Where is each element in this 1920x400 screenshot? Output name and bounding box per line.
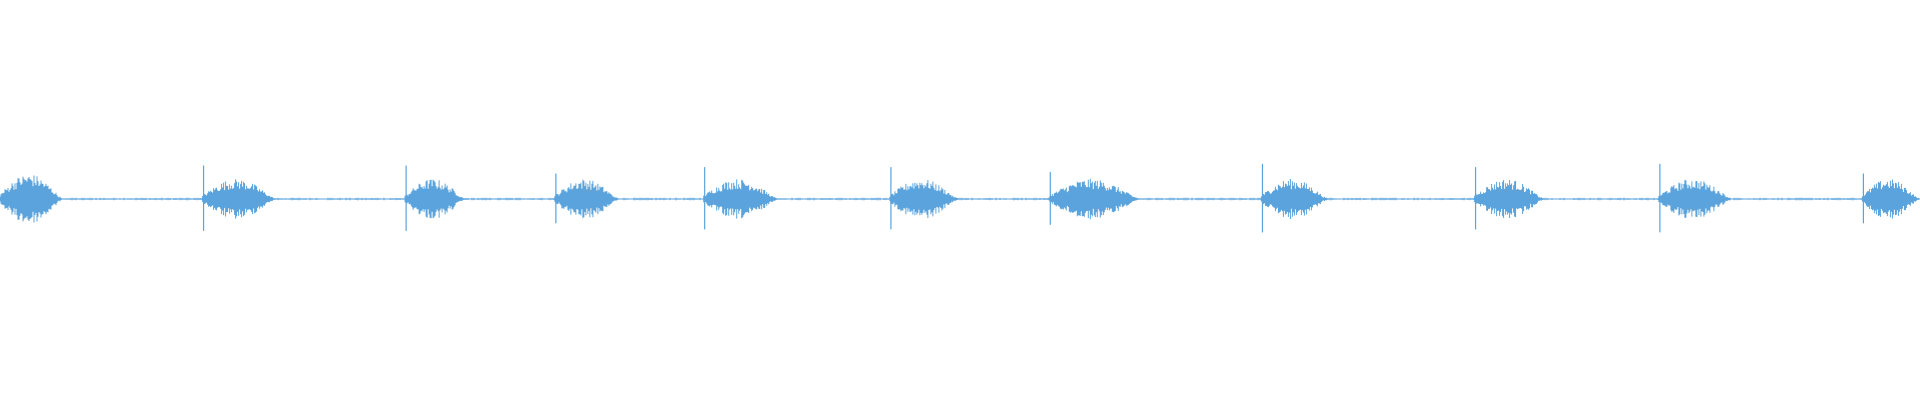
waveform-burst-1 xyxy=(202,179,277,219)
waveform-burst-10 xyxy=(1861,179,1920,219)
waveform-burst-8 xyxy=(1474,180,1545,218)
waveform-burst-3 xyxy=(554,179,620,219)
waveform-burst-4 xyxy=(703,179,779,219)
waveform-burst-9 xyxy=(1658,180,1733,218)
waveform-burst-0 xyxy=(0,175,64,223)
waveform-burst-7 xyxy=(1260,179,1329,219)
waveform-marks xyxy=(0,163,1920,233)
waveform-burst-2 xyxy=(404,179,466,219)
waveform-burst-5 xyxy=(889,180,959,218)
waveform-burst-6 xyxy=(1048,178,1141,220)
